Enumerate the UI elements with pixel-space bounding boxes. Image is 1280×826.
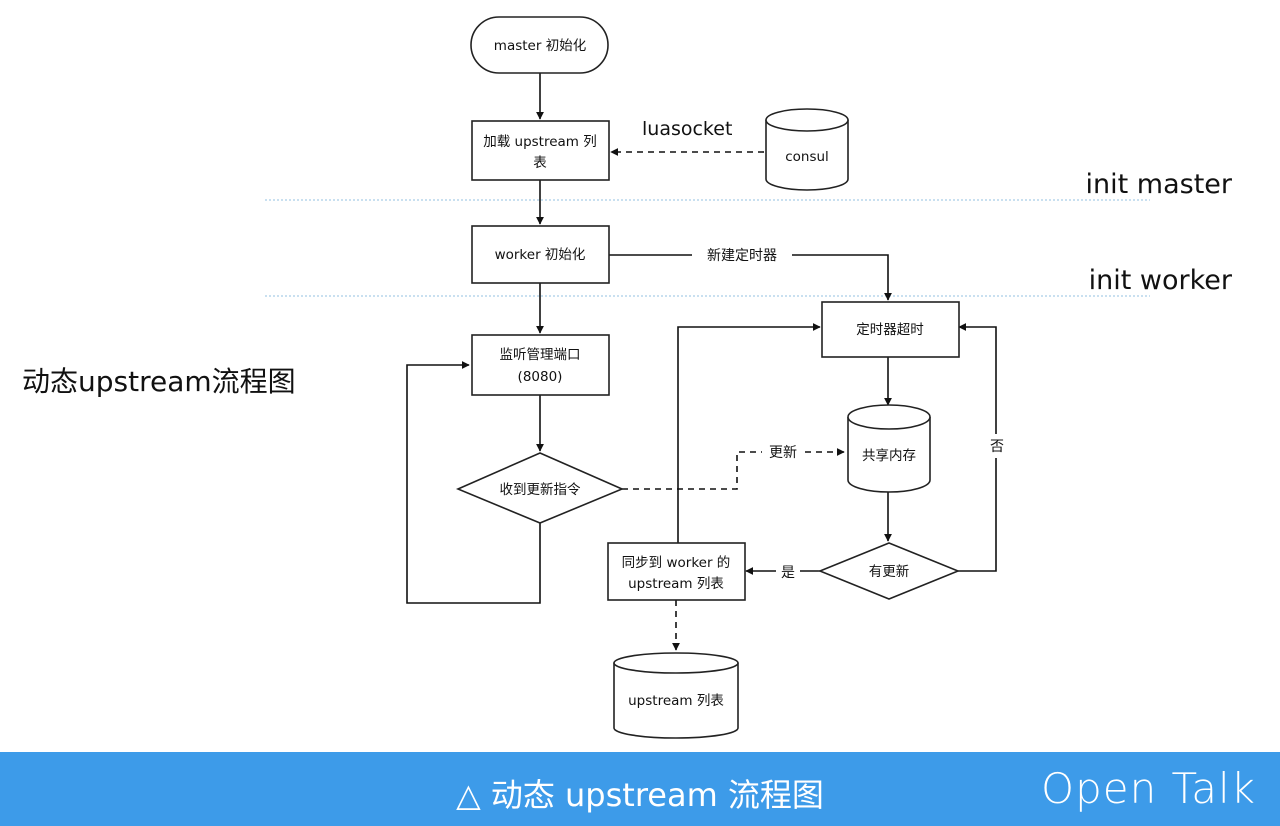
svg-text:worker 初始化: worker 初始化 <box>495 246 586 263</box>
edge-label-new-timer: 新建定时器 <box>707 248 777 264</box>
svg-text:upstream 列表: upstream 列表 <box>628 576 724 592</box>
svg-text:表: 表 <box>533 155 547 171</box>
footer-title: △ 动态 upstream 流程图 <box>456 776 824 814</box>
edge-label-yes: 是 <box>781 565 795 581</box>
node-sync-to-worker: 同步到 worker 的 upstream 列表 <box>607 542 746 601</box>
svg-text:共享内存: 共享内存 <box>862 447 916 464</box>
node-worker-init: worker 初始化 <box>471 225 610 284</box>
edge-label-bg-yes <box>776 561 800 583</box>
node-listen-admin-port: 监听管理端口 (8080) <box>471 334 610 396</box>
node-has-update: 有更新 <box>817 542 961 600</box>
node-upstream-list: upstream 列表 <box>613 652 739 739</box>
svg-text:有更新: 有更新 <box>869 564 910 580</box>
open-talk-logo: Open Talk <box>1041 764 1256 813</box>
svg-text:同步到 worker 的: 同步到 worker 的 <box>622 555 731 571</box>
svg-text:(8080): (8080) <box>518 369 563 385</box>
svg-text:upstream 列表: upstream 列表 <box>628 693 724 709</box>
node-load-upstream: 加载 upstream 列 表 <box>471 120 610 181</box>
svg-text:收到更新指令: 收到更新指令 <box>500 482 581 498</box>
svg-text:监听管理端口: 监听管理端口 <box>500 347 581 363</box>
edge-label-bg-update <box>762 441 804 463</box>
edge-receive-to-shared <box>622 448 845 490</box>
edge-receive-loop-back <box>406 361 541 604</box>
edge-sync-to-timer <box>677 323 821 543</box>
svg-text:consul: consul <box>785 149 829 165</box>
edge-label-bg-no <box>986 434 1008 458</box>
edge-label-no: 否 <box>990 439 1004 455</box>
svg-text:定时器超时: 定时器超时 <box>856 322 924 338</box>
node-receive-update-cmd: 收到更新指令 <box>455 452 625 524</box>
phase-label-init-master: init master <box>1086 169 1233 200</box>
svg-text:master 初始化: master 初始化 <box>494 37 586 54</box>
edge-label-bg-new-timer <box>692 244 792 266</box>
edge-label-update: 更新 <box>769 445 797 461</box>
node-master-init: master 初始化 <box>470 16 609 74</box>
footer-bar: △ 动态 upstream 流程图 Open Talk <box>0 752 1280 826</box>
edge-label-luasocket: luasocket <box>642 118 732 140</box>
node-shared-memory: 共享内存 <box>847 404 931 493</box>
node-consul: consul <box>765 108 849 191</box>
node-timer-timeout: 定时器超时 <box>821 301 960 358</box>
phase-label-init-worker: init worker <box>1089 265 1233 296</box>
svg-text:加载 upstream 列: 加载 upstream 列 <box>483 134 597 150</box>
side-title: 动态upstream流程图 <box>22 365 296 398</box>
